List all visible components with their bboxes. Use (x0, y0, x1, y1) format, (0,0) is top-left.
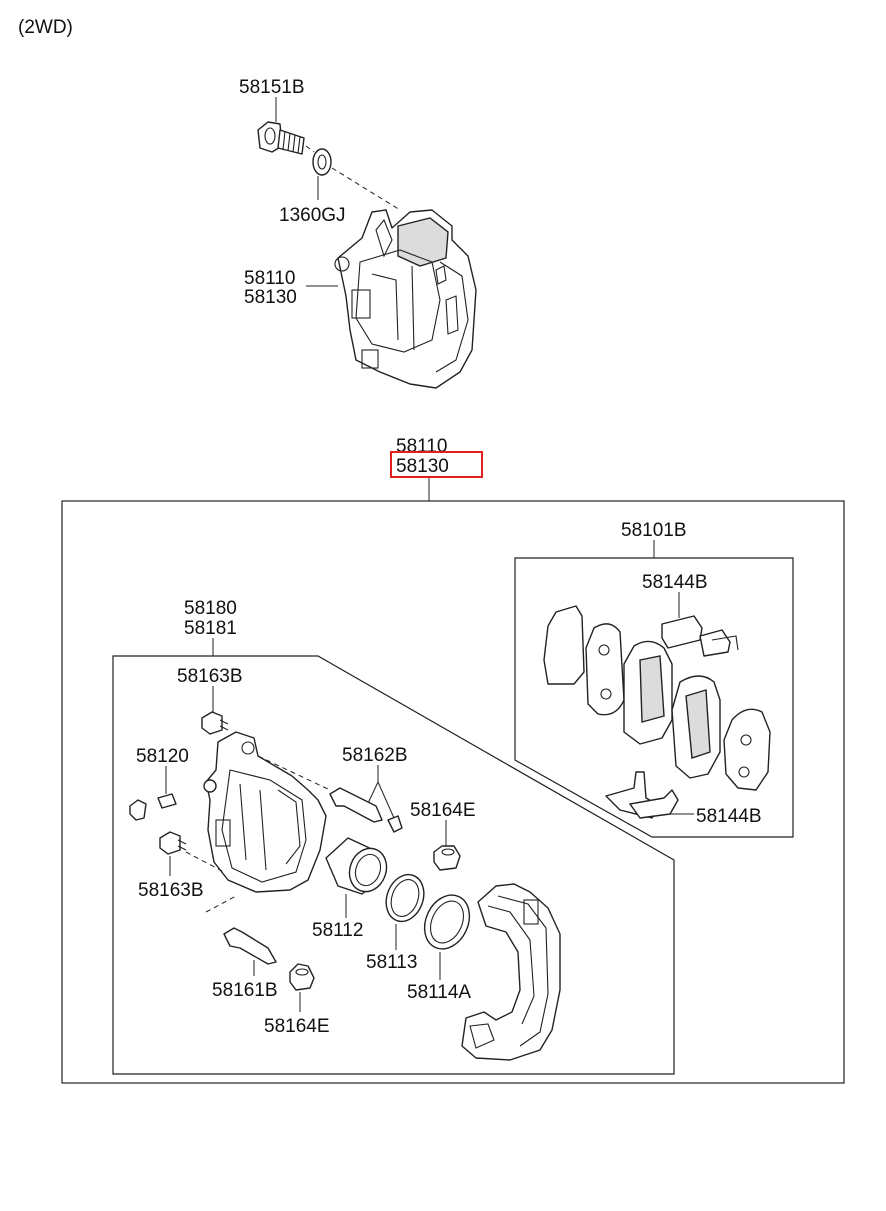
lower-bolt-part[interactable] (159, 831, 187, 855)
lower-boot-part[interactable] (289, 963, 315, 991)
upper-bolt-part[interactable] (201, 711, 229, 735)
label-58180: 58180 (184, 598, 237, 619)
label-58130-top: 58130 (244, 287, 297, 308)
label-58112: 58112 (312, 920, 363, 941)
label-58163b-lower: 58163B (138, 880, 204, 901)
right-boot-part[interactable] (433, 845, 461, 871)
piston-part[interactable] (325, 837, 392, 897)
label-58161b: 58161B (212, 980, 278, 1001)
upper-guide-pin-part[interactable] (329, 787, 403, 833)
label-58120: 58120 (136, 746, 189, 767)
label-1360gj: 1360GJ (279, 205, 346, 226)
label-58110-top: 58110 (244, 268, 295, 289)
label-58162b: 58162B (342, 745, 408, 766)
label-58144b-bottom: 58144B (696, 806, 762, 827)
label-58114a: 58114A (407, 982, 471, 1003)
bleeder-screw-part[interactable] (129, 793, 177, 821)
label-58101b: 58101B (621, 520, 687, 541)
label-58110-group: 58110 (396, 436, 447, 457)
label-58130-group[interactable]: 58130 (396, 456, 449, 477)
caliper-bracket-part[interactable] (461, 883, 561, 1061)
highlight-box (390, 451, 483, 478)
caliper-body-part[interactable] (203, 731, 327, 893)
piston-boot-part[interactable] (416, 888, 478, 957)
piston-seal-part[interactable] (380, 869, 430, 926)
shim-clips-bottom-part[interactable] (605, 771, 679, 819)
label-58164e-right: 58164E (410, 800, 476, 821)
label-58164e-lower: 58164E (264, 1016, 330, 1037)
top-bolt-part[interactable] (257, 121, 305, 155)
caliper-body-frame (112, 655, 675, 1075)
label-58181: 58181 (184, 618, 237, 639)
pad-kit-frame (514, 557, 794, 838)
shim-clips-top-part[interactable] (661, 615, 739, 657)
outer-frame (61, 500, 845, 1084)
top-caliper-assembly-part[interactable] (334, 209, 477, 389)
label-58151b: 58151B (239, 77, 305, 98)
lower-guide-pin-part[interactable] (223, 927, 277, 965)
brake-pads-part[interactable] (543, 605, 771, 791)
label-58144b-top: 58144B (642, 572, 708, 593)
variant-label: (2WD) (18, 17, 73, 38)
washer-part[interactable] (312, 148, 332, 176)
label-58113: 58113 (366, 952, 417, 973)
label-58163b-upper: 58163B (177, 666, 243, 687)
